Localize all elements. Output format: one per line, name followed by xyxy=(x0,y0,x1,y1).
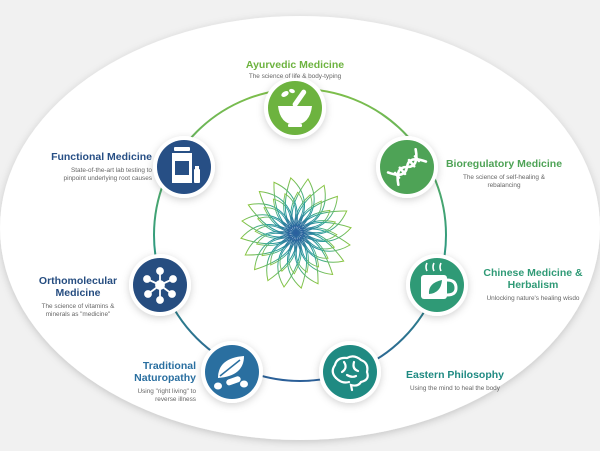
node-ayurvedic xyxy=(264,77,326,139)
flower-inner-petal xyxy=(298,200,322,229)
brain-icon xyxy=(331,355,369,392)
flower-inner-petal xyxy=(263,207,292,231)
flower-petal xyxy=(284,177,305,234)
node-chinese-medicine xyxy=(406,254,468,316)
label-chinese-medicine: Chinese Medicine & Herbalism Unlocking n… xyxy=(470,267,596,303)
flower-inner-petal xyxy=(299,209,331,230)
flower-inner-petal xyxy=(254,225,291,239)
orthomolecular-title: Orthomolecular Medicine xyxy=(38,275,118,299)
flower-petal xyxy=(273,181,298,234)
bioregulatory-desc: The science of self-healing & rebalancin… xyxy=(462,173,546,190)
flower-inner-petal xyxy=(290,191,304,228)
chinese-medicine-desc: Unlocking nature's healing wisdo xyxy=(486,294,580,302)
node-functional-medicine xyxy=(153,136,215,198)
spiral-flower-graphic xyxy=(240,177,352,289)
flower-inner-petal xyxy=(295,193,313,228)
flower-inner-petal xyxy=(283,192,297,229)
flower-inner-petal xyxy=(261,236,293,257)
flower-inner-petal xyxy=(288,238,302,275)
label-functional-medicine: Functional Medicine State-of-the-art lab… xyxy=(40,151,152,183)
flower-inner-petal xyxy=(256,216,291,234)
node-naturopathy xyxy=(201,341,263,403)
functional-medicine-desc: State-of-the-art lab testing to pinpoint… xyxy=(63,166,152,183)
eastern-philosophy-desc: Using the mind to heal the body xyxy=(410,384,500,392)
node-bioregulatory xyxy=(376,136,438,198)
background-ellipse xyxy=(0,16,600,440)
ayurvedic-desc: The science of life & body-typing xyxy=(248,72,342,80)
lab-bottle-icon xyxy=(172,147,200,183)
node-orthomolecular xyxy=(129,254,191,316)
ayurvedic-title: Ayurvedic Medicine xyxy=(245,59,345,71)
eastern-philosophy-title: Eastern Philosophy xyxy=(405,369,505,381)
bioregulatory-title: Bioregulatory Medicine xyxy=(445,158,563,170)
flower-inner-petal xyxy=(295,237,309,274)
naturopathy-title: Traditional Naturopathy xyxy=(134,360,196,384)
label-orthomolecular: Orthomolecular Medicine The science of v… xyxy=(32,275,124,319)
label-bioregulatory: Bioregulatory Medicine The science of se… xyxy=(440,158,568,190)
molecule-icon xyxy=(143,267,177,304)
naturopathy-desc: Using "right living" to reverse illness xyxy=(137,387,196,403)
node-eastern-philosophy xyxy=(319,341,381,403)
dna-icon xyxy=(386,148,428,186)
flower-inner-petal xyxy=(300,220,337,234)
flower-inner-petal xyxy=(300,235,329,259)
label-naturopathy: Traditional Naturopathy Using "right liv… xyxy=(126,360,196,404)
orthomolecular-desc: The science of vitamins & minerals as "m… xyxy=(41,302,115,318)
flower-inner-petal xyxy=(272,198,293,230)
leaf-pills-icon xyxy=(214,356,248,390)
mortar-pestle-icon xyxy=(278,88,312,127)
chinese-medicine-title: Chinese Medicine & Herbalism xyxy=(483,267,583,291)
label-eastern-philosophy: Eastern Philosophy Using the mind to hea… xyxy=(388,369,522,393)
functional-medicine-title: Functional Medicine xyxy=(51,151,152,163)
flower-inner-petal xyxy=(299,236,320,268)
flower-inner-petal xyxy=(301,227,338,241)
flower-inner-petal xyxy=(270,237,294,266)
flower-inner-petal xyxy=(301,232,336,250)
flower-inner-petal xyxy=(255,232,292,246)
flower-petal xyxy=(258,190,297,234)
label-ayurvedic: Ayurvedic Medicine The science of life &… xyxy=(222,59,368,81)
flower-inner-petal xyxy=(279,238,297,273)
tea-leaf-mug-icon xyxy=(421,262,458,299)
